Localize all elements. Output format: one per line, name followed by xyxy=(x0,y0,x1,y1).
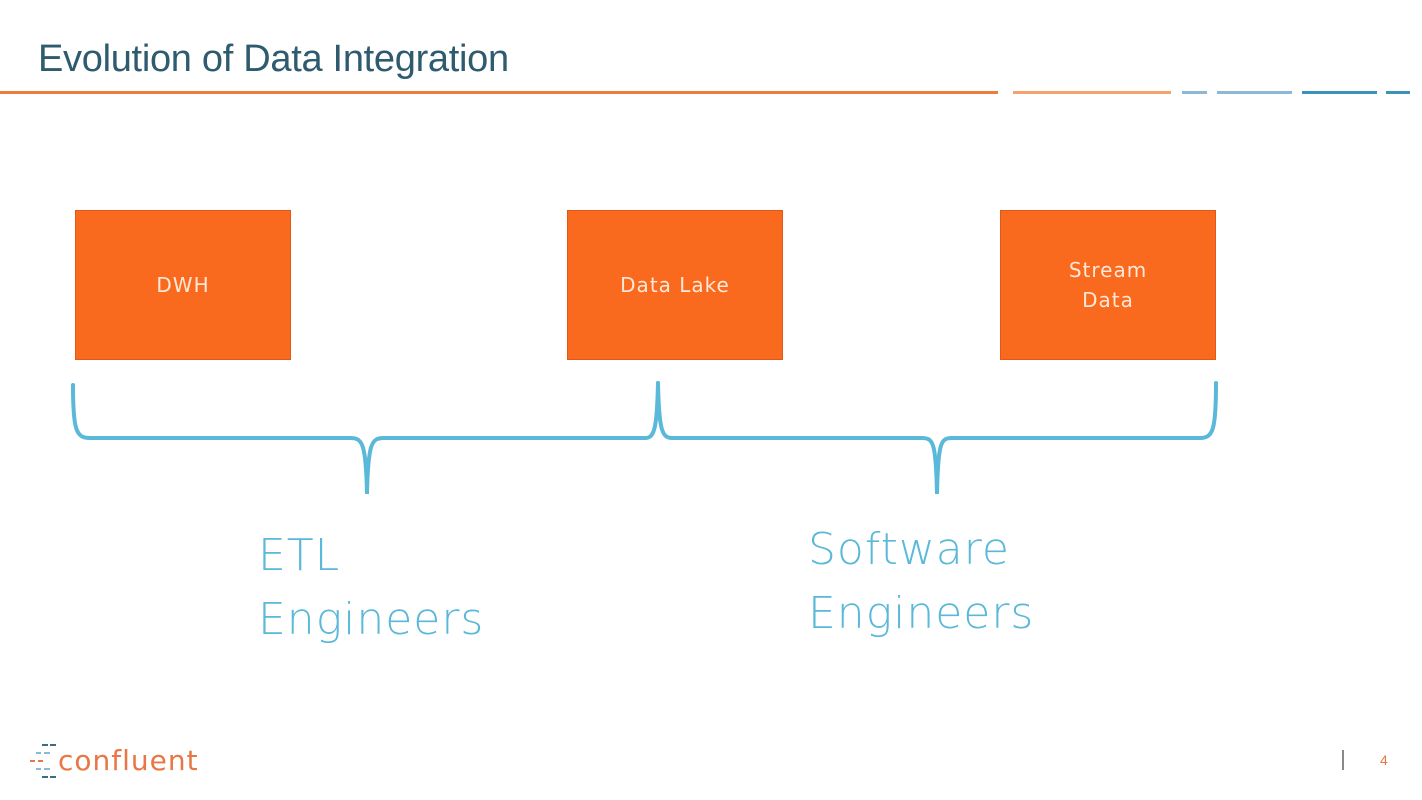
etl-brace xyxy=(71,381,660,495)
dwh-box: DWH xyxy=(75,210,291,360)
header-rule-segment xyxy=(1182,91,1207,94)
slide-title: Evolution of Data Integration xyxy=(38,38,509,80)
confluent-logo-icon xyxy=(30,742,56,778)
header-rule-segment xyxy=(1013,91,1171,94)
software-brace xyxy=(656,381,1218,495)
confluent-logo-text: confluent xyxy=(58,743,199,777)
page-divider xyxy=(1342,750,1344,770)
stream-data-box: Stream Data xyxy=(1000,210,1216,360)
etl-engineers-label: ETL Engineers xyxy=(258,530,485,645)
data-lake-box: Data Lake xyxy=(567,210,783,360)
header-rule-segment xyxy=(1217,91,1292,94)
page-number: 4 xyxy=(1380,752,1388,768)
confluent-logo: confluent xyxy=(30,742,199,778)
software-engineers-label: Software Engineers xyxy=(808,524,1035,639)
header-rule-segment xyxy=(1386,91,1410,94)
header-rule-orange xyxy=(0,91,998,94)
header-rule-segment xyxy=(1302,91,1377,94)
